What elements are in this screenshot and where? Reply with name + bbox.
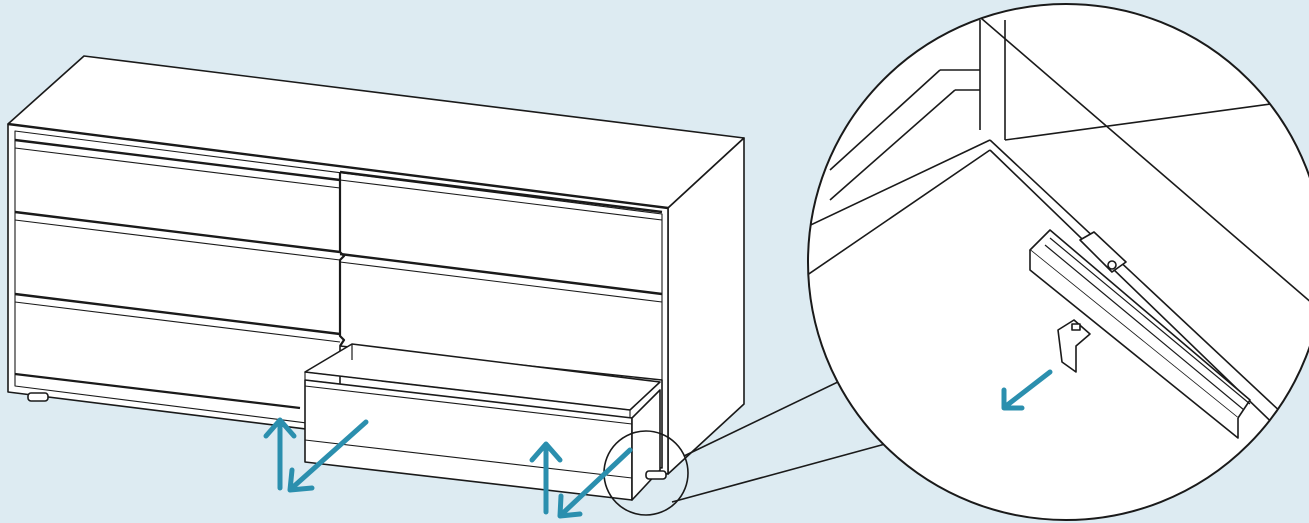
right-drawers (339, 170, 663, 303)
lift-arrow-right (529, 441, 563, 515)
detach-clip-arrow (1001, 369, 1053, 411)
pull-arrow-right (557, 447, 633, 519)
dresser-top-edge (7, 122, 669, 210)
foot-right (645, 470, 667, 480)
pull-arrow-left (287, 419, 369, 493)
callout-leader-upper (683, 379, 843, 457)
direction-arrows (263, 369, 1053, 519)
left-drawers (14, 138, 341, 410)
magnified-view (807, 3, 1309, 521)
center-divider (338, 172, 346, 347)
lift-arrow-left (263, 417, 297, 491)
foot-left (27, 392, 49, 402)
dresser (7, 55, 745, 501)
release-clip (1057, 319, 1091, 373)
callout-leader-lower (671, 439, 901, 503)
